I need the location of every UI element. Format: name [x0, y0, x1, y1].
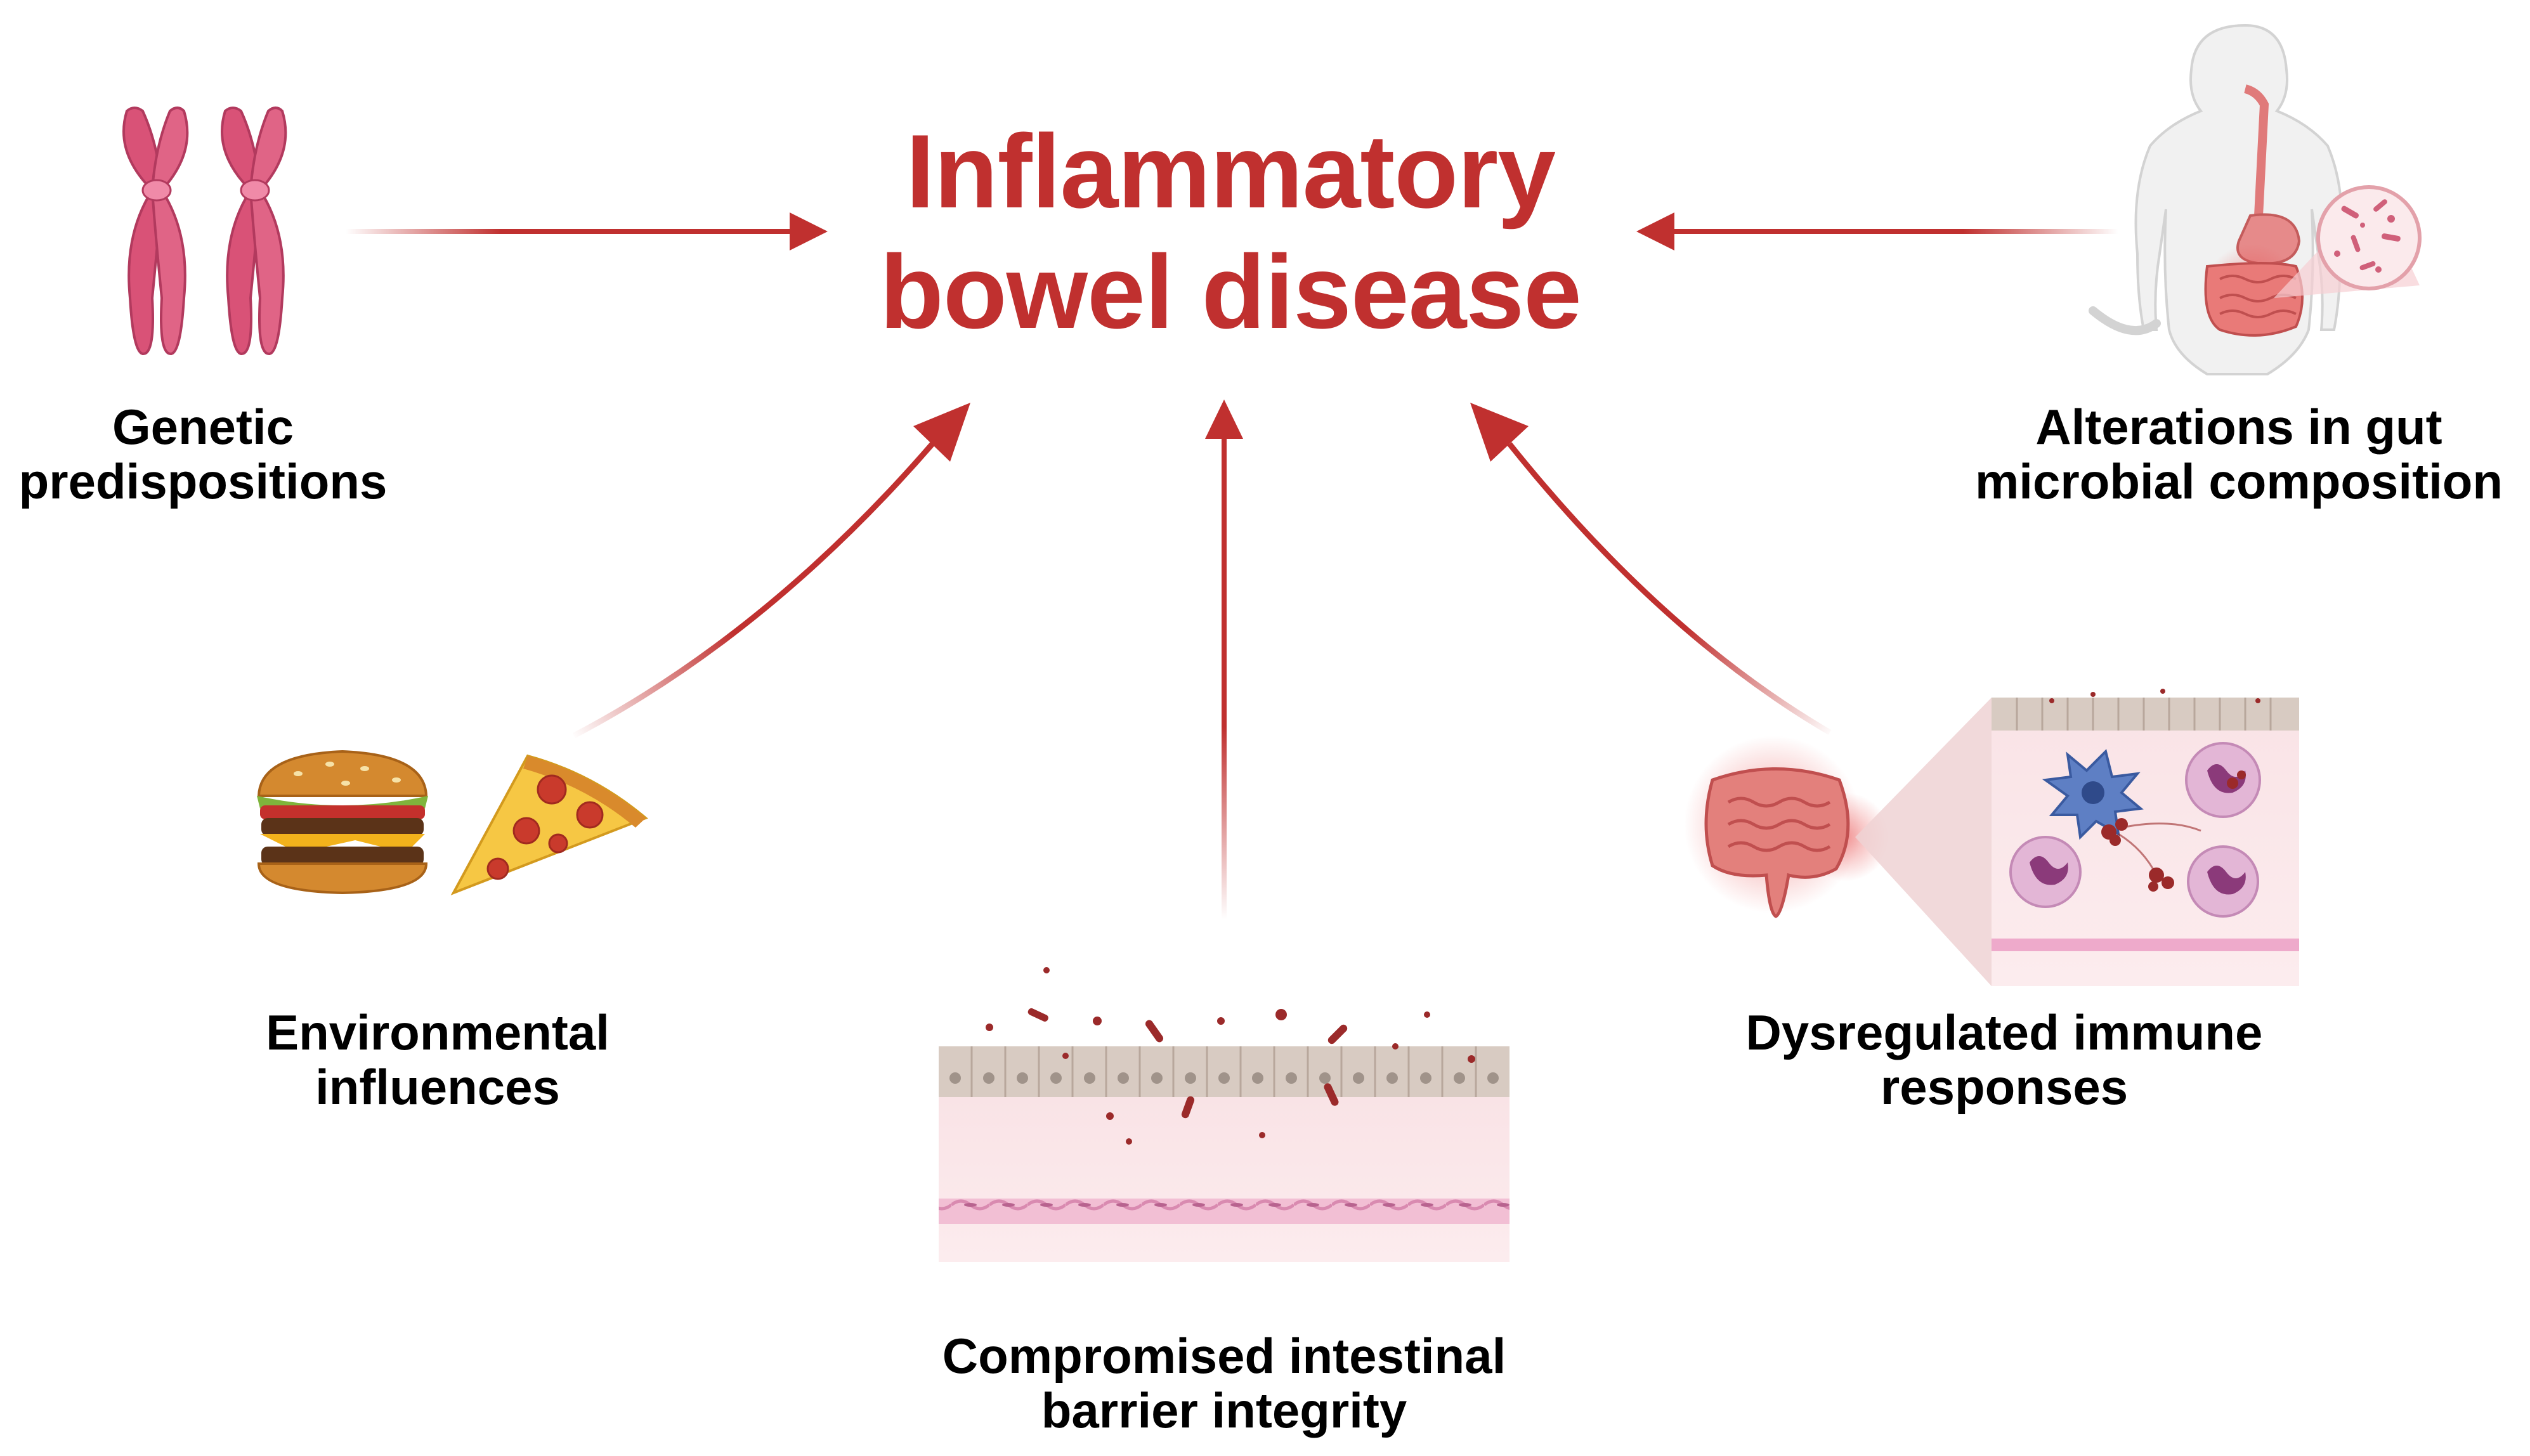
bacteria [986, 967, 1475, 1145]
label-line: Environmental [266, 1004, 610, 1060]
label-line: Genetic [112, 399, 294, 455]
neutrophil-cell [2009, 836, 2082, 908]
epithelial-barrier-icon [939, 967, 1510, 1262]
label-line: Dysregulated immune [1745, 1004, 2263, 1060]
human-gut-microbiome-icon [2089, 23, 2422, 375]
neutrophil-cell [2185, 742, 2261, 818]
label-line: influences [315, 1059, 560, 1115]
chromosome-icon [122, 107, 287, 355]
label-line: barrier integrity [1041, 1382, 1407, 1438]
label-line: predispositions [18, 453, 388, 509]
epithelial-cells [939, 1046, 1510, 1097]
label-environmental-influences: Environmental influences [209, 1005, 666, 1114]
title-line-2: bowel disease [880, 233, 1582, 350]
label-line: Alterations in gut [2035, 399, 2442, 455]
label-immune-responses: Dysregulated immune responses [1700, 1005, 2309, 1114]
label-line: Compromised intestinal [942, 1328, 1506, 1384]
fast-food-icon [257, 750, 648, 895]
burger-icon [257, 750, 428, 895]
label-microbial-composition: Alterations in gut microbial composition [1953, 400, 2524, 509]
page-title: Inflammatory bowel disease [698, 111, 1763, 352]
inflamed-intestine-immune-cells-icon [1684, 689, 2299, 986]
label-genetic-predispositions: Genetic predispositions [0, 400, 406, 509]
neutrophil-cell [2187, 845, 2259, 918]
arrow-environmental-to-ibd [572, 403, 970, 738]
pizza-slice-icon [450, 754, 648, 895]
arrow-immune-to-ibd [1470, 403, 1832, 735]
arrow-barrier-to-ibd [1205, 400, 1243, 920]
label-line: responses [1880, 1059, 2129, 1115]
title-line-1: Inflammatory [905, 113, 1556, 230]
epithelial-cells [1992, 698, 2299, 731]
label-line: microbial composition [1974, 453, 2503, 509]
arrow-microbial-to-ibd [1636, 212, 2118, 250]
label-barrier-integrity: Compromised intestinal barrier integrity [875, 1329, 1573, 1438]
arrow-genetic-to-ibd [346, 212, 828, 250]
